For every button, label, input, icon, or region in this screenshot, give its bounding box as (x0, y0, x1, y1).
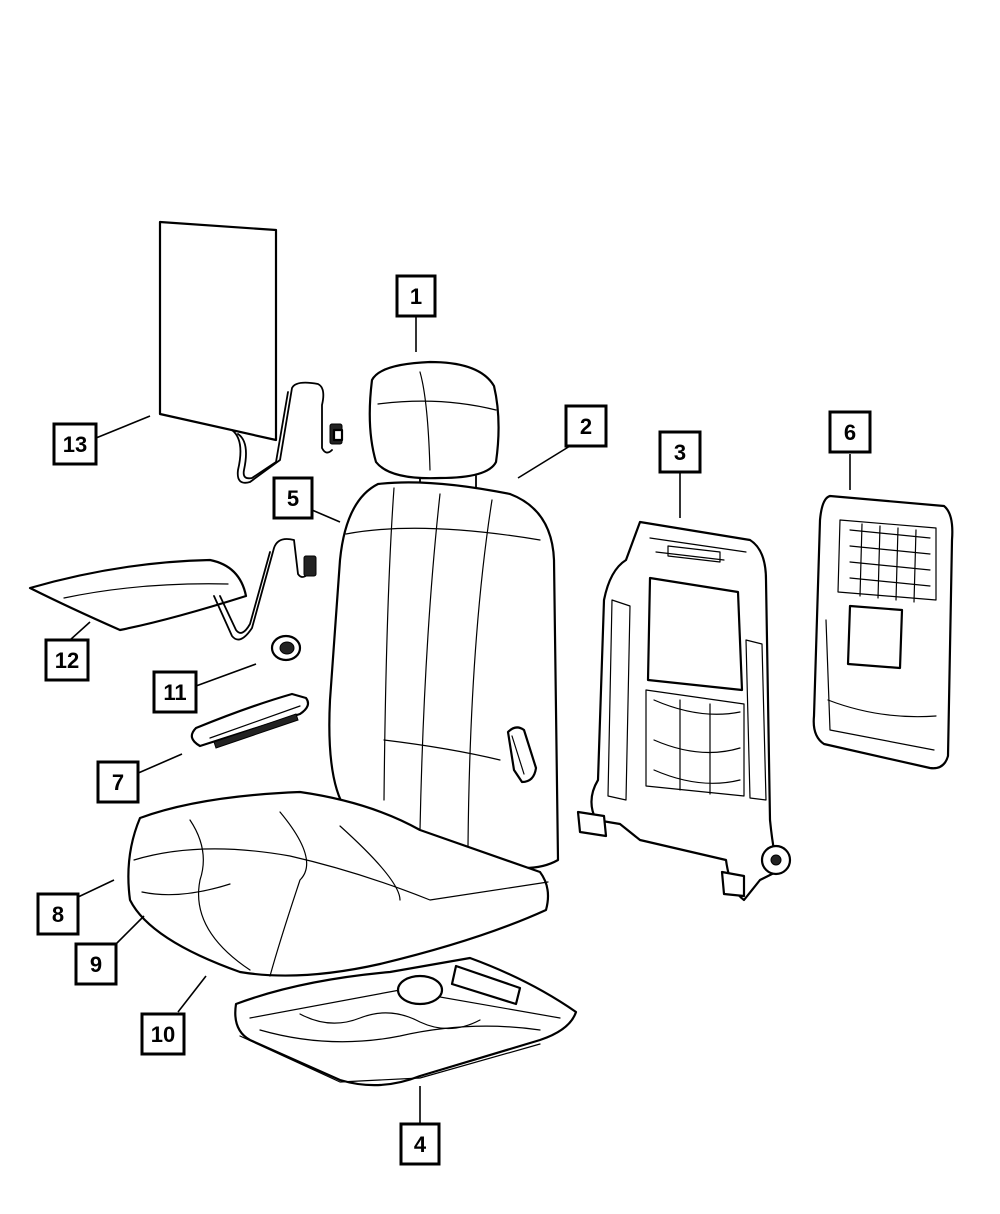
leader-7 (135, 753, 183, 775)
part-11-grommet (270, 634, 302, 662)
callout-3-label: 3 (674, 440, 686, 465)
callout-1: 1 (395, 274, 437, 318)
callout-4-label: 4 (414, 1132, 427, 1157)
callout-8: 8 (36, 892, 80, 936)
leader-2 (517, 445, 571, 479)
leader-lines (69, 316, 851, 1126)
part-2-seat-back (328, 481, 560, 870)
callout-3: 3 (658, 430, 702, 474)
leader-10 (177, 975, 207, 1013)
callout-10-label: 10 (151, 1022, 175, 1047)
callout-7: 7 (96, 760, 140, 804)
callout-2: 2 (564, 404, 608, 448)
callout-1-label: 1 (410, 284, 422, 309)
callout-8-label: 8 (52, 902, 64, 927)
callout-12: 12 (44, 638, 90, 682)
part-1-headrest (368, 360, 500, 495)
leader-5 (311, 509, 341, 523)
callout-11: 11 (152, 670, 198, 714)
part-8-9-seat-cushion (127, 790, 550, 977)
part-13-heater-pad (158, 220, 278, 442)
callout-13: 13 (52, 422, 98, 466)
callout-11-label: 11 (163, 680, 186, 705)
leader-8 (75, 879, 115, 899)
part-3-seat-back-frame (576, 520, 792, 902)
callout-6: 6 (828, 410, 872, 454)
callout-5: 5 (272, 476, 314, 520)
callout-12-label: 12 (55, 648, 79, 673)
leader-9 (115, 915, 145, 945)
leader-12 (69, 621, 91, 641)
callout-2-label: 2 (580, 414, 592, 439)
part-12-cushion-heater-pad (28, 558, 248, 632)
callout-4: 4 (399, 1122, 441, 1166)
part-7-armrest (190, 692, 310, 749)
part-4-cushion-frame (234, 956, 578, 1087)
leader-11 (195, 663, 257, 687)
part-5-heater-wire (231, 381, 344, 484)
callout-7-label: 7 (112, 770, 124, 795)
cushion-heater-wire (213, 538, 317, 641)
callout-9-label: 9 (90, 952, 102, 977)
callout-10: 10 (140, 1012, 186, 1056)
leader-13 (95, 415, 151, 439)
callout-13-label: 13 (63, 432, 87, 457)
part-6-seat-back-panel (812, 494, 954, 770)
callout-9: 9 (74, 942, 118, 986)
callout-5-label: 5 (287, 486, 299, 511)
callout-6-label: 6 (844, 420, 856, 445)
